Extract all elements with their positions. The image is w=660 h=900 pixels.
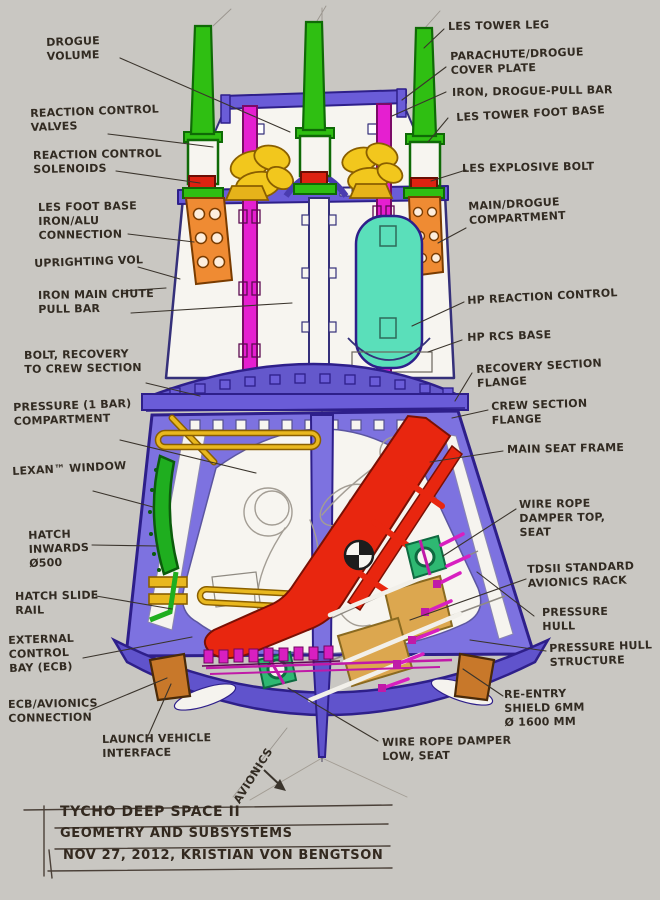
label-hp-rcs-base: HP RCS BASE bbox=[467, 328, 552, 344]
damper-top bbox=[404, 534, 448, 580]
label-pressure-compartment: PRESSURE (1 BAR)COMPARTMENT bbox=[13, 396, 132, 428]
title-block-subtitle: GEOMETRY AND SUBSYSTEMS bbox=[60, 826, 293, 841]
les-tower-legs bbox=[182, 20, 445, 199]
label-les-explosive-bolt: LES EXPLOSIVE BOLT bbox=[462, 159, 595, 175]
les-leg-left bbox=[182, 24, 224, 199]
hatch-frame bbox=[149, 571, 179, 623]
title-block-date-author: NOV 27, 2012, KRISTIAN VON BENGTSON bbox=[63, 848, 384, 863]
recovery-flange bbox=[141, 373, 469, 412]
hp-rcs-tank bbox=[347, 214, 433, 373]
les-leg-right bbox=[403, 26, 445, 199]
center-of-gravity-icon bbox=[343, 539, 375, 571]
seat-frame bbox=[203, 414, 464, 659]
title-block-project: TYCHO DEEP SPACE II bbox=[60, 804, 241, 820]
leader-lines bbox=[82, 28, 547, 742]
hatch-comb bbox=[201, 645, 453, 675]
avionics-arrow bbox=[263, 769, 286, 791]
lexan-window-shape bbox=[148, 454, 180, 623]
label-iron-drogue-pull-bar: IRON, DROGUE-PULL BAR bbox=[452, 83, 613, 99]
parachute-bundles bbox=[224, 142, 404, 201]
connector-pins bbox=[378, 532, 471, 692]
label-main-seat-frame: MAIN SEAT FRAME bbox=[507, 440, 625, 456]
label-les-tower-leg: LES TOWER LEG bbox=[448, 18, 550, 33]
recovery-dome bbox=[141, 362, 469, 412]
rcs-base-cradle bbox=[347, 337, 431, 361]
title-block-lines bbox=[23, 804, 393, 879]
les-leg-center bbox=[283, 20, 349, 198]
